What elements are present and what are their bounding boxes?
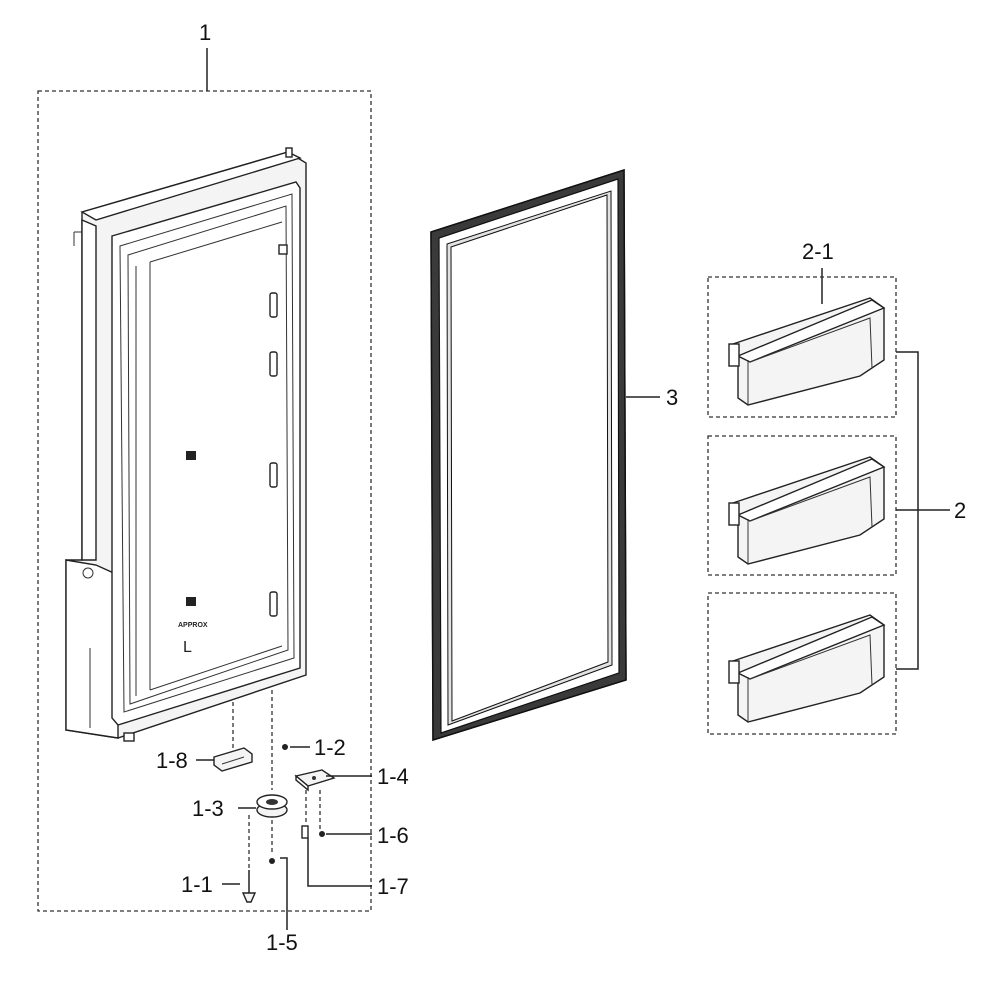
callout-1-3: 1-3: [192, 796, 224, 821]
door-liner: APPROX L: [65, 147, 307, 742]
door-model-marking: APPROX: [178, 622, 208, 629]
door-assembly-boundary: [37, 90, 372, 912]
pin-part-1-7: 1-7: [301, 825, 409, 899]
callout-1-2: 1-2: [314, 735, 346, 760]
callout-1-1: 1-1: [181, 872, 213, 897]
gasket-part-3: 3: [430, 168, 678, 742]
screw-part-1-5: 1-5: [266, 857, 298, 955]
guard-assembly-group: 2-1 2: [707, 239, 966, 735]
cap-part-1-2: 1-2: [282, 735, 346, 760]
bolt-part-1-1: 1-1: [181, 870, 257, 903]
guard-box-2: [707, 435, 897, 576]
callout-2: 2: [954, 498, 966, 523]
callout-1: 1: [199, 20, 211, 45]
door-guard-2: [728, 456, 886, 565]
callout-1-8: 1-8: [156, 748, 188, 773]
callout-1-7: 1-7: [377, 874, 409, 899]
stopper-part-1-8: 1-8: [156, 747, 253, 773]
guard-box-1: [707, 276, 897, 418]
guard-box-3: [707, 592, 897, 735]
callout-1-6: 1-6: [377, 823, 409, 848]
door-guard-1: [728, 297, 886, 406]
callout-2-1: 2-1: [802, 239, 834, 264]
door-guard-3: [728, 614, 886, 723]
hinge-bracket-part-1-4: 1-4: [294, 764, 409, 792]
screw-part-1-6: 1-6: [319, 823, 409, 848]
callout-3: 3: [666, 385, 678, 410]
hinge-cover-part-1-3: 1-3: [192, 794, 288, 821]
callout-1-4: 1-4: [377, 764, 409, 789]
callout-1-5: 1-5: [266, 930, 298, 955]
door-side-letter: L: [183, 639, 192, 656]
door-assembly-group: 1: [37, 20, 409, 955]
